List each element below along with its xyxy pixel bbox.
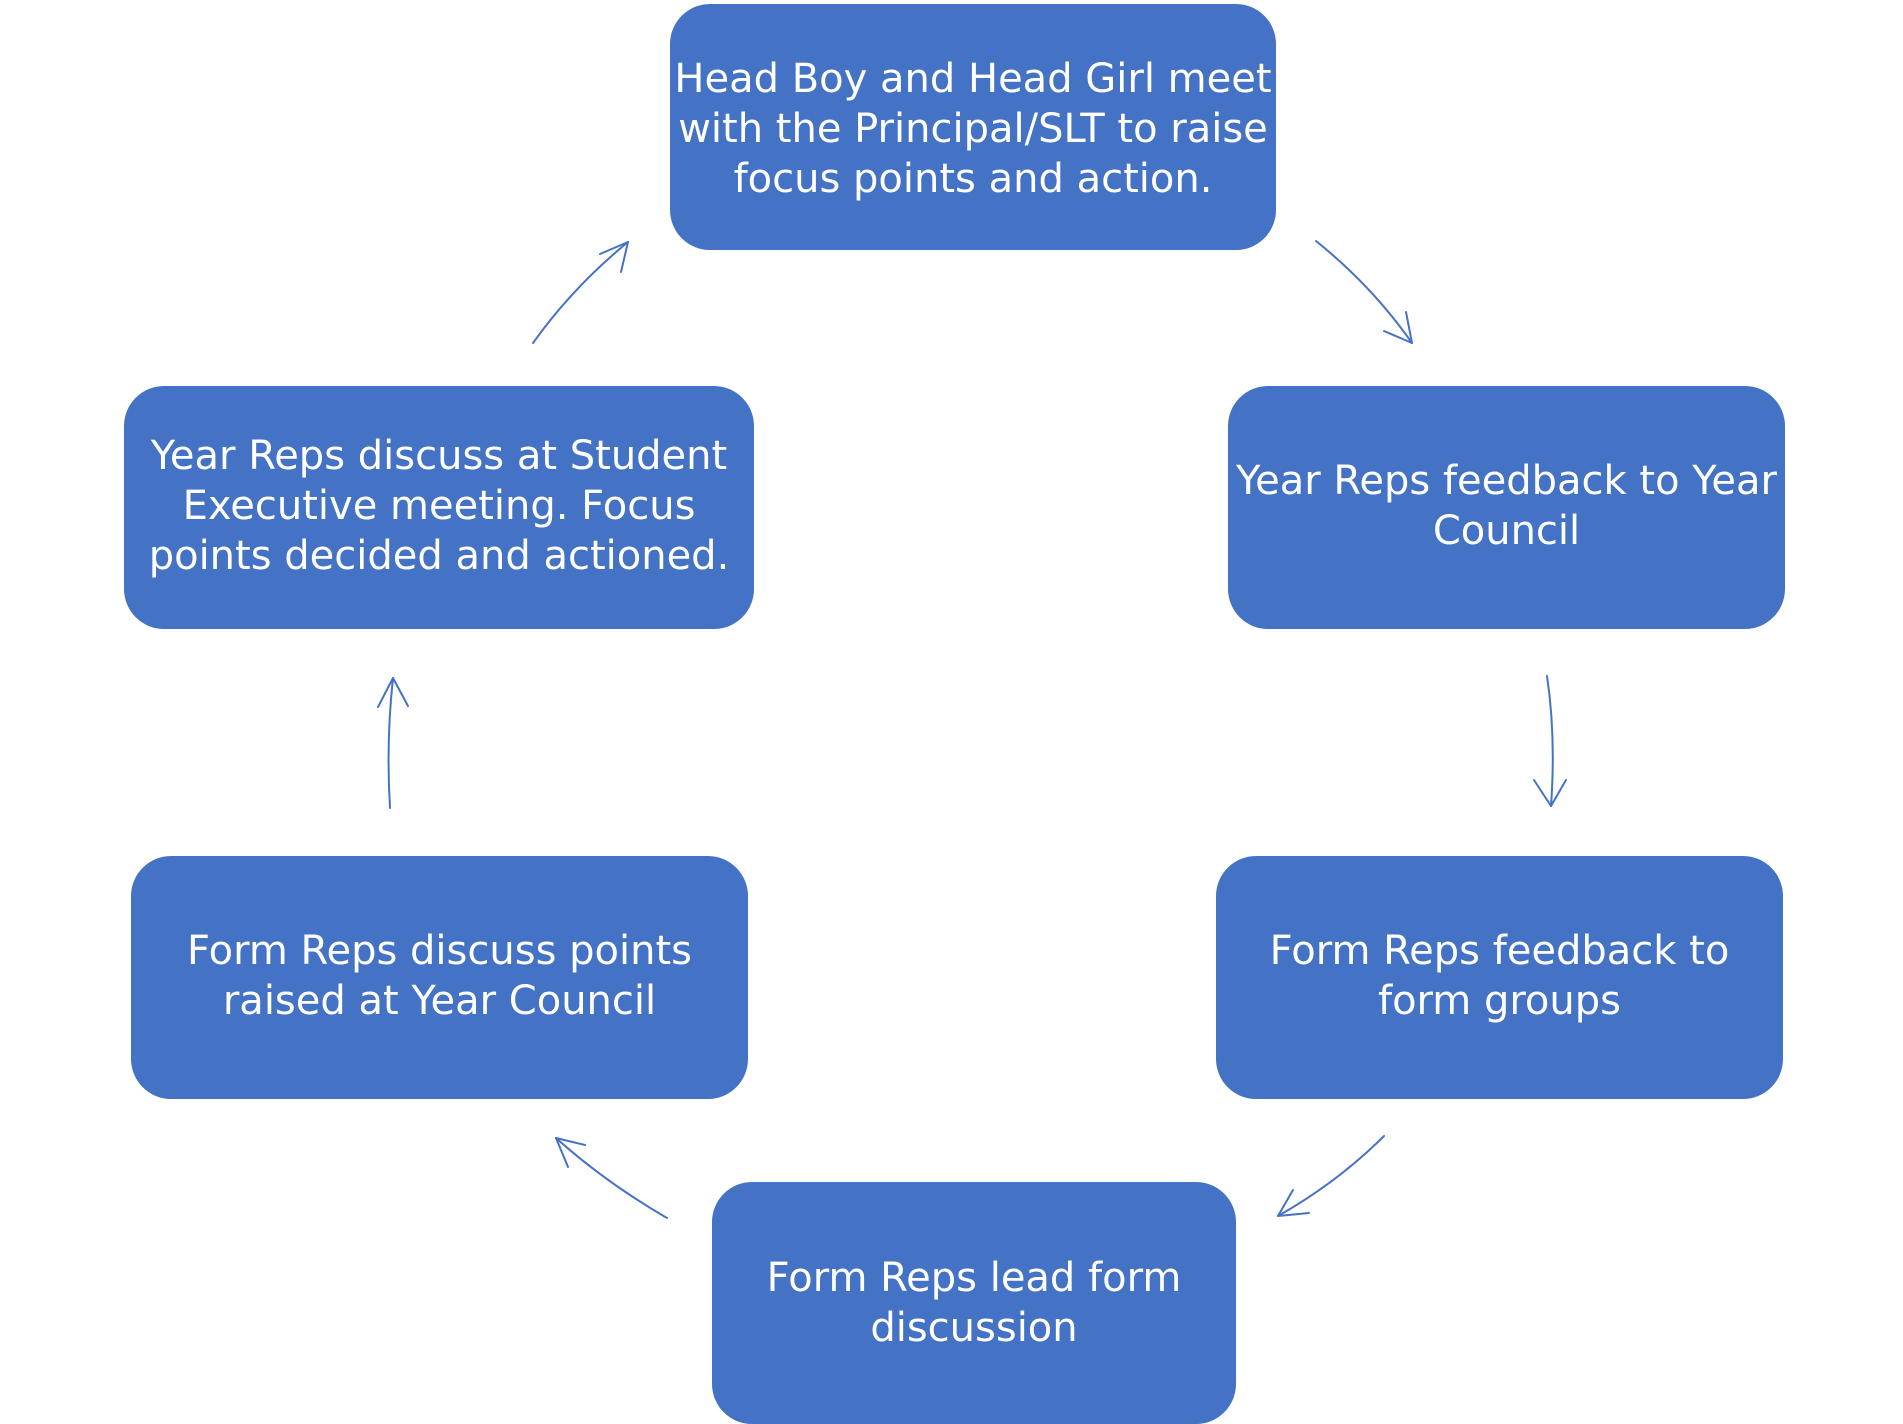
node-line: Council [1432, 508, 1581, 554]
arrow-left-upper-to-top [532, 241, 629, 344]
node-line: Form Reps feedback to [1269, 928, 1730, 974]
node-text: Head Boy and Head Girl meet with the Pri… [674, 54, 1271, 204]
node-line: Year Reps discuss at Student [150, 433, 728, 479]
node-line: form groups [1378, 978, 1621, 1024]
arrow-right-upper-to-right-lower [1533, 675, 1567, 807]
node-line: raised at Year Council [222, 978, 657, 1024]
node-line: Executive meeting. Focus [182, 483, 696, 529]
arrow-bottom-to-left-lower [555, 1137, 668, 1219]
node-text: Form Reps discuss points raised at Year … [187, 926, 692, 1026]
node-text: Form Reps feedback to form groups [1270, 926, 1730, 1026]
node-line: Head Boy and Head Girl meet [674, 56, 1272, 102]
node-text: Year Reps feedback to Year Council [1236, 456, 1777, 556]
node-line: discussion [870, 1305, 1078, 1351]
arrow-right-lower-to-bottom [1277, 1135, 1385, 1217]
node-form-reps-feedback: Form Reps feedback to form groups [1216, 856, 1783, 1099]
node-line: points decided and actioned. [148, 533, 730, 579]
node-line: Form Reps discuss points [187, 928, 692, 974]
arrow-top-to-right-upper [1315, 240, 1413, 344]
node-form-reps-lead-discussion: Form Reps lead form discussion [712, 1182, 1236, 1424]
node-head-boy-girl-meeting: Head Boy and Head Girl meet with the Pri… [670, 4, 1276, 250]
node-line: with the Principal/SLT to raise [678, 106, 1268, 152]
node-student-executive-meeting: Year Reps discuss at Student Executive m… [124, 386, 754, 629]
node-text: Year Reps discuss at Student Executive m… [149, 431, 730, 581]
node-line: Form Reps lead form [766, 1255, 1182, 1301]
node-line: focus points and action. [733, 156, 1213, 202]
node-line: Year Reps feedback to Year [1236, 458, 1777, 504]
node-text: Form Reps lead form discussion [767, 1253, 1182, 1353]
node-form-reps-discuss-points: Form Reps discuss points raised at Year … [131, 856, 748, 1099]
node-year-reps-feedback: Year Reps feedback to Year Council [1228, 386, 1785, 629]
arrow-left-lower-to-left-upper [377, 677, 409, 809]
